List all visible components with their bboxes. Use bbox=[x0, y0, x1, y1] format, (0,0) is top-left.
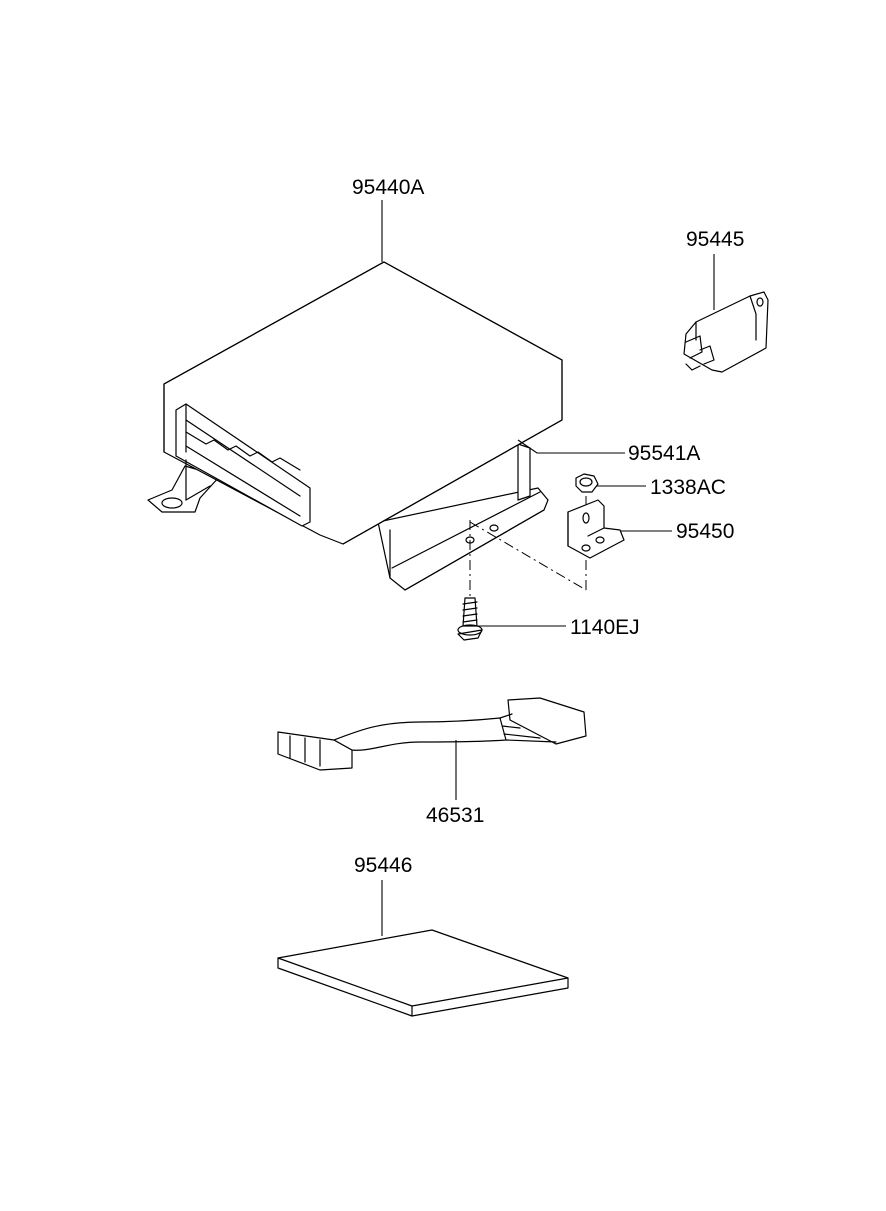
wiring-harness-part[interactable] bbox=[277, 697, 587, 771]
leader-line-95541A bbox=[517, 439, 625, 454]
assembly-line bbox=[469, 521, 587, 591]
part-label-1140EJ: 1140EJ bbox=[570, 616, 640, 639]
part-label-46531: 46531 bbox=[426, 804, 484, 827]
cover-plate-part[interactable] bbox=[277, 929, 569, 1017]
nut-part[interactable] bbox=[575, 473, 599, 493]
bracket-hole bbox=[489, 524, 499, 532]
small-bracket-part[interactable] bbox=[567, 499, 625, 559]
control-module-unit[interactable] bbox=[147, 261, 563, 591]
part-label-95450: 95450 bbox=[676, 520, 734, 543]
screw-part[interactable] bbox=[457, 597, 483, 641]
relay-unit[interactable] bbox=[683, 291, 769, 373]
part-label-95446: 95446 bbox=[354, 854, 412, 877]
part-label-1338AC: 1338AC bbox=[650, 476, 726, 499]
part-label-95440A: 95440A bbox=[352, 176, 424, 199]
part-label-95445: 95445 bbox=[686, 228, 744, 251]
part-label-95541A: 95541A bbox=[628, 442, 700, 465]
